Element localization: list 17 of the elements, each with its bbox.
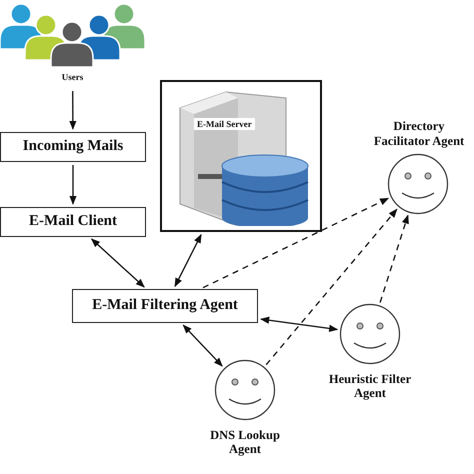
agent-label: DNS Lookup Agent [209,428,281,457]
arrow [260,316,338,332]
arrow [69,165,77,205]
arrow [174,234,202,288]
process-box: E-Mail Filtering Agent [72,289,258,323]
agent-label: Directory Facilitator Agent [372,119,466,148]
server-label: E-Mail Server [194,118,255,130]
arrow [202,198,390,288]
process-box: E-Mail Client [0,207,146,237]
arrow [69,91,76,130]
agent-label: Heuristic Filter Agent [328,372,412,401]
arrow [182,324,223,367]
arrow [379,214,409,303]
users-label: Users [60,72,84,82]
arrow [90,238,145,288]
process-box: Incoming Mails [0,132,146,162]
arrow [266,208,398,366]
